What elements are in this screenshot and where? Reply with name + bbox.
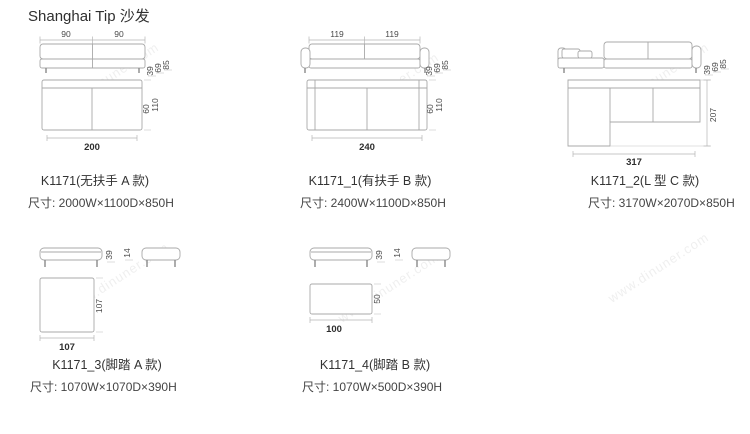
ottoman-side-view xyxy=(411,247,451,267)
dim-plan-width: 107 xyxy=(59,342,75,352)
ottoman-plan-view xyxy=(39,277,95,333)
dim-plan-width: 317 xyxy=(626,157,642,168)
product-size: 尺寸: 3170W×2070D×850H xyxy=(588,196,735,210)
dim-plan-width: 100 xyxy=(326,324,342,335)
product-name: K1171_4(脚踏 B 款) xyxy=(319,358,431,372)
product-k1171-4: 39 14 50 100 K1171_4(脚踏 B 款) 尺寸: xyxy=(292,240,507,395)
dim-plan-d2: 110 xyxy=(434,98,444,112)
dim-front-w1: 90 xyxy=(61,29,71,39)
sofa-plan-view xyxy=(567,79,701,147)
dim-side-h: 14 xyxy=(122,248,132,258)
dim-front-h3: 85 xyxy=(161,60,171,70)
dim-front-w2: 90 xyxy=(114,29,124,39)
sofa-front-view xyxy=(557,41,702,73)
dim-front-h2: 69 xyxy=(432,63,442,73)
dim-plan-depth: 207 xyxy=(708,108,718,122)
plan-width-dim-line xyxy=(39,335,95,341)
dim-plan-d2: 110 xyxy=(150,98,160,112)
dim-front-h: 39 xyxy=(374,250,384,260)
dim-front-h: 39 xyxy=(104,250,114,260)
dim-front-h3: 85 xyxy=(718,59,728,69)
product-name: K1171_2(L 型 C 款) xyxy=(590,174,700,188)
plan-depth-dim-line xyxy=(610,79,711,147)
product-size: 尺寸: 2400W×1100D×850H xyxy=(300,196,446,210)
dim-front-h3: 85 xyxy=(440,60,450,70)
product-name: K1171_1(有扶手 B 款) xyxy=(308,174,432,188)
dim-front-h2: 69 xyxy=(153,63,163,73)
sofa-front-view xyxy=(39,43,146,73)
front-height-ticks xyxy=(427,69,451,77)
sofa-a-drawing: 90 90 39 69 85 xyxy=(39,29,172,153)
product-size: 尺寸: 1070W×1070D×390H xyxy=(30,380,177,394)
plan-width-dim-line xyxy=(46,135,138,141)
plan-width-dim-line xyxy=(572,151,696,157)
plan-depth-ticks xyxy=(96,277,103,333)
dim-plan-width: 240 xyxy=(359,142,375,153)
front-height-ticks xyxy=(705,68,729,76)
plan-depth-ticks xyxy=(429,79,436,131)
ottoman-front-view xyxy=(39,247,103,267)
dim-plan-depth: 107 xyxy=(94,299,104,313)
dim-front-w2: 119 xyxy=(385,29,399,39)
dim-plan-d1: 60 xyxy=(141,104,151,114)
product-name: K1171(无扶手 A 款) xyxy=(40,174,150,188)
dim-front-h1: 39 xyxy=(145,66,155,76)
front-width-dim-line xyxy=(39,36,146,44)
plan-width-dim-line xyxy=(311,135,423,141)
product-k1171-2: 39 69 85 207 317 xyxy=(548,28,748,211)
front-height-ticks xyxy=(148,69,172,77)
dim-front-w1: 119 xyxy=(330,29,344,39)
page-title: Shanghai Tip 沙发 xyxy=(28,8,150,25)
plan-depth-ticks xyxy=(144,79,151,131)
front-width-dim-line xyxy=(308,36,421,44)
sofa-front-view xyxy=(300,43,430,73)
ottoman-plan-view xyxy=(309,283,373,315)
watermark: www.dinuner.com xyxy=(605,229,712,306)
plan-width-dim-line xyxy=(309,317,373,323)
front-height-ticks xyxy=(107,259,133,263)
front-height-ticks xyxy=(377,259,403,263)
product-name: K1171_3(脚踏 A 款) xyxy=(52,358,162,372)
product-size: 尺寸: 2000W×1100D×850H xyxy=(28,196,174,210)
product-size: 尺寸: 1070W×500D×390H xyxy=(302,380,443,394)
plan-depth-ticks xyxy=(374,283,381,315)
dim-front-h1: 39 xyxy=(424,66,434,76)
sofa-l-drawing: 39 69 85 207 317 xyxy=(557,41,729,168)
ottoman-front-view xyxy=(309,247,373,267)
sofa-plan-view xyxy=(306,79,428,131)
dim-front-h2: 69 xyxy=(710,62,720,72)
sofa-plan-view xyxy=(41,79,143,131)
dim-front-h1: 39 xyxy=(702,65,712,75)
ottoman-b-drawing: 39 14 50 100 xyxy=(309,247,451,335)
sofa-b-drawing: 119 119 39 69 85 xyxy=(300,29,451,153)
dim-plan-d1: 60 xyxy=(425,104,435,114)
ottoman-side-view xyxy=(141,247,181,267)
product-k1171-1: 119 119 39 69 85 xyxy=(285,28,500,211)
product-k1171-3: 39 14 107 107 K1171_3(脚踏 A 款) 尺寸 xyxy=(22,240,237,395)
dim-plan-depth: 50 xyxy=(372,294,382,304)
product-k1171: 90 90 39 69 85 xyxy=(20,28,235,211)
ottoman-a-drawing: 39 14 107 107 xyxy=(39,247,181,352)
dim-side-h: 14 xyxy=(392,248,402,258)
dim-plan-width: 200 xyxy=(84,142,100,153)
